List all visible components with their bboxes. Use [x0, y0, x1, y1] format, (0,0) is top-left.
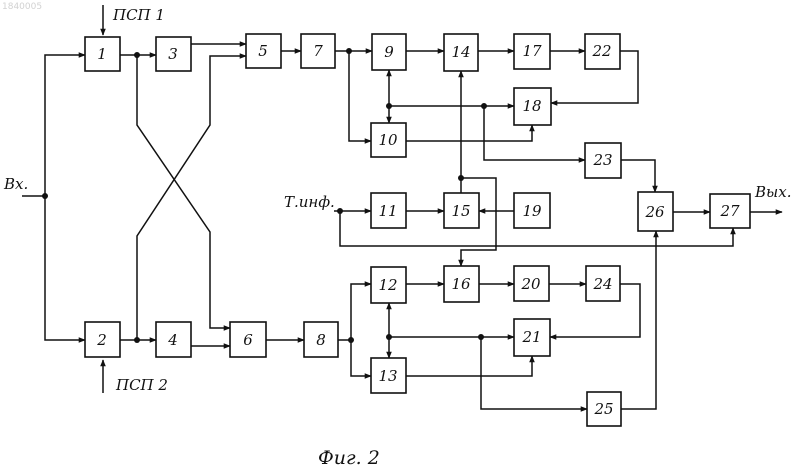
svg-text:14: 14 [451, 43, 470, 61]
wire-8-12 [351, 284, 371, 340]
svg-text:4: 4 [167, 331, 178, 349]
psp1-label: ПСП 1 [112, 6, 165, 24]
block-10: 10 [371, 123, 406, 157]
svg-text:9: 9 [384, 43, 394, 61]
svg-text:16: 16 [451, 275, 471, 293]
block-7: 7 [301, 34, 335, 68]
block-9: 9 [372, 34, 406, 70]
wire-25-26 [621, 231, 656, 409]
junction-tinf [337, 208, 343, 214]
junction-2 [134, 337, 140, 343]
block-27: 27 [710, 194, 750, 228]
output-label: Вых. [754, 183, 791, 201]
svg-text:1: 1 [97, 45, 107, 63]
block-22: 22 [585, 34, 620, 69]
figure-caption: Фиг. 2 [318, 447, 380, 469]
svg-text:22: 22 [591, 42, 611, 60]
block-11: 11 [371, 193, 406, 228]
wire-input-to-2 [45, 196, 85, 340]
svg-text:2: 2 [96, 331, 107, 349]
svg-text:15: 15 [451, 202, 470, 220]
svg-text:23: 23 [592, 151, 612, 169]
wire-input-to-1 [45, 55, 85, 196]
svg-text:24: 24 [592, 275, 612, 293]
block-16: 16 [444, 266, 479, 302]
junction-18 [481, 103, 487, 109]
input-label: Вх. [3, 175, 28, 193]
block-19: 19 [514, 193, 550, 228]
junction-1 [134, 52, 140, 58]
wire-7-10 [349, 51, 371, 141]
block-18: 18 [514, 88, 551, 125]
block-6: 6 [230, 322, 266, 357]
wire-cross-1-6 [137, 55, 230, 328]
svg-text:3: 3 [168, 45, 178, 63]
block-8: 8 [304, 322, 338, 357]
svg-text:7: 7 [313, 42, 323, 60]
block-4: 4 [156, 322, 191, 357]
block-3: 3 [156, 37, 191, 71]
stamp-text: 1840005 [2, 2, 42, 12]
svg-text:19: 19 [522, 202, 542, 220]
block-24: 24 [586, 266, 620, 301]
svg-text:18: 18 [522, 97, 541, 115]
block-25: 25 [587, 392, 621, 426]
svg-text:26: 26 [644, 203, 665, 221]
wire-10-18 [406, 125, 532, 141]
svg-text:6: 6 [243, 331, 253, 349]
svg-text:21: 21 [521, 328, 541, 346]
svg-text:17: 17 [522, 42, 542, 60]
junction-21 [478, 334, 484, 340]
svg-text:5: 5 [258, 42, 268, 60]
wire-8-13 [351, 340, 371, 376]
svg-text:27: 27 [719, 202, 740, 220]
wire-13-21 [406, 356, 532, 376]
block-5: 5 [246, 34, 281, 68]
block-15: 15 [444, 193, 479, 228]
block-1: 1 [85, 37, 120, 71]
junction-input [42, 193, 48, 199]
block-13: 13 [371, 358, 406, 393]
block-17: 17 [514, 34, 550, 69]
junction-7 [346, 48, 352, 54]
svg-text:20: 20 [520, 275, 541, 293]
svg-text:12: 12 [378, 276, 397, 294]
block-2: 2 [85, 322, 120, 357]
block-14: 14 [444, 34, 478, 71]
svg-text:8: 8 [316, 331, 326, 349]
junction-dots [42, 48, 487, 343]
wire-cross-2-5 [137, 56, 246, 340]
tinf-label: Т.инф. [284, 193, 335, 211]
block-23: 23 [585, 143, 621, 178]
block-20: 20 [514, 266, 549, 301]
svg-text:10: 10 [378, 131, 398, 149]
junction-9-10 [386, 103, 392, 109]
junction-15 [458, 175, 464, 181]
svg-text:13: 13 [378, 367, 397, 385]
junction-12-13 [386, 334, 392, 340]
block-12: 12 [371, 267, 406, 303]
block-21: 21 [514, 319, 550, 356]
svg-text:11: 11 [378, 202, 397, 220]
junction-8 [348, 337, 354, 343]
wire-23-26 [621, 160, 655, 192]
block-26: 26 [638, 192, 673, 231]
svg-text:25: 25 [593, 400, 613, 418]
psp2-label: ПСП 2 [115, 376, 168, 394]
